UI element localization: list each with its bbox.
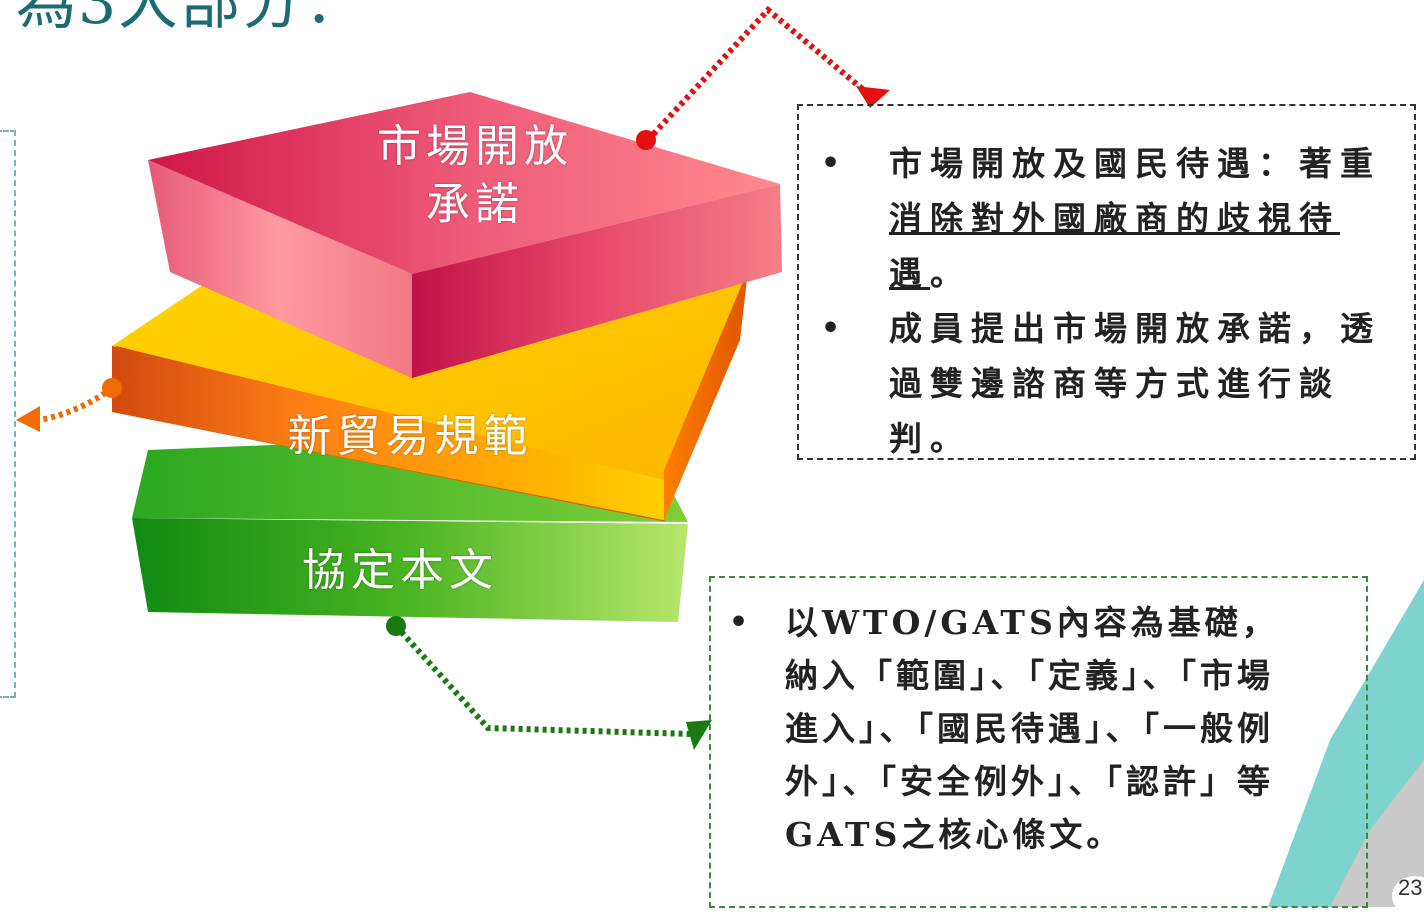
page-number: 23 [1392, 876, 1424, 916]
middle-layer-top-face [112, 270, 748, 520]
bullet-icon: • [821, 146, 849, 181]
market-item1-underlined: 消除對外國廠商的歧視待遇 [889, 199, 1340, 293]
green-connector-dot [386, 616, 406, 636]
list-item: • 成員提出市場開放承諾，透過雙邊諮商等方式進行談判。 [817, 301, 1397, 466]
market-opening-list: • 市場開放及國民待遇：著重消除對外國廠商的歧視待遇。 • 成員提出市場開放承諾… [817, 136, 1397, 466]
red-arrowhead [856, 86, 890, 108]
top-layer-label: 市場開放 承諾 [330, 118, 620, 234]
top-layer-label-line1: 市場開放 [377, 121, 573, 172]
green-connector-arrow [386, 616, 712, 750]
bottom-layer-label: 協定本文 [302, 545, 498, 596]
market-item2-text: 成員提出市場開放承諾，透過雙邊諮商等方式進行談判。 [889, 309, 1381, 458]
red-connector-dot [636, 130, 656, 150]
green-arrowhead [686, 720, 712, 750]
orange-connector-arrow [16, 378, 122, 432]
red-connector-arrow [636, 5, 890, 150]
slide-title: 為3大部分： [16, 0, 367, 38]
orange-connector-dot [102, 378, 122, 398]
bottom-layer-block [132, 430, 688, 622]
list-item: • 以WTO/GATS內容為基礎，納入「範圍」、「定義」、「市場進入」、「國民待… [729, 596, 1309, 861]
list-item: • 市場開放及國民待遇：著重消除對外國廠商的歧視待遇。 [817, 136, 1397, 301]
middle-layer-side-face [664, 270, 748, 520]
agreement-text-list: • 以WTO/GATS內容為基礎，納入「範圍」、「定義」、「市場進入」、「國民待… [729, 596, 1309, 861]
top-layer-label-line2: 承諾 [426, 179, 524, 230]
bottom-layer-front-face [132, 518, 688, 622]
bullet-icon: • [821, 311, 849, 346]
left-dashed-box [0, 130, 16, 698]
middle-layer-label: 新貿易規範 [287, 411, 533, 462]
market-item1-prefix: 市場開放及國民待遇：著重 [889, 144, 1381, 183]
market-opening-box: • 市場開放及國民待遇：著重消除對外國廠商的歧視待遇。 • 成員提出市場開放承諾… [797, 104, 1416, 460]
top-layer-block [148, 92, 782, 378]
bullet-icon: • [729, 605, 753, 640]
agreement-item1-text: 以WTO/GATS內容為基礎，納入「範圍」、「定義」、「市場進入」、「國民待遇」… [785, 603, 1279, 854]
market-item1-suffix: 。 [930, 254, 971, 293]
top-layer-left-face [148, 160, 412, 378]
middle-layer-block [112, 270, 748, 522]
top-layer-top-face [148, 92, 780, 274]
top-layer-right-face [412, 184, 782, 378]
gray-swoosh-shape [1330, 760, 1424, 907]
agreement-text-box: • 以WTO/GATS內容為基礎，納入「範圍」、「定義」、「市場進入」、「國民待… [709, 576, 1368, 908]
orange-arrowhead [16, 406, 40, 432]
